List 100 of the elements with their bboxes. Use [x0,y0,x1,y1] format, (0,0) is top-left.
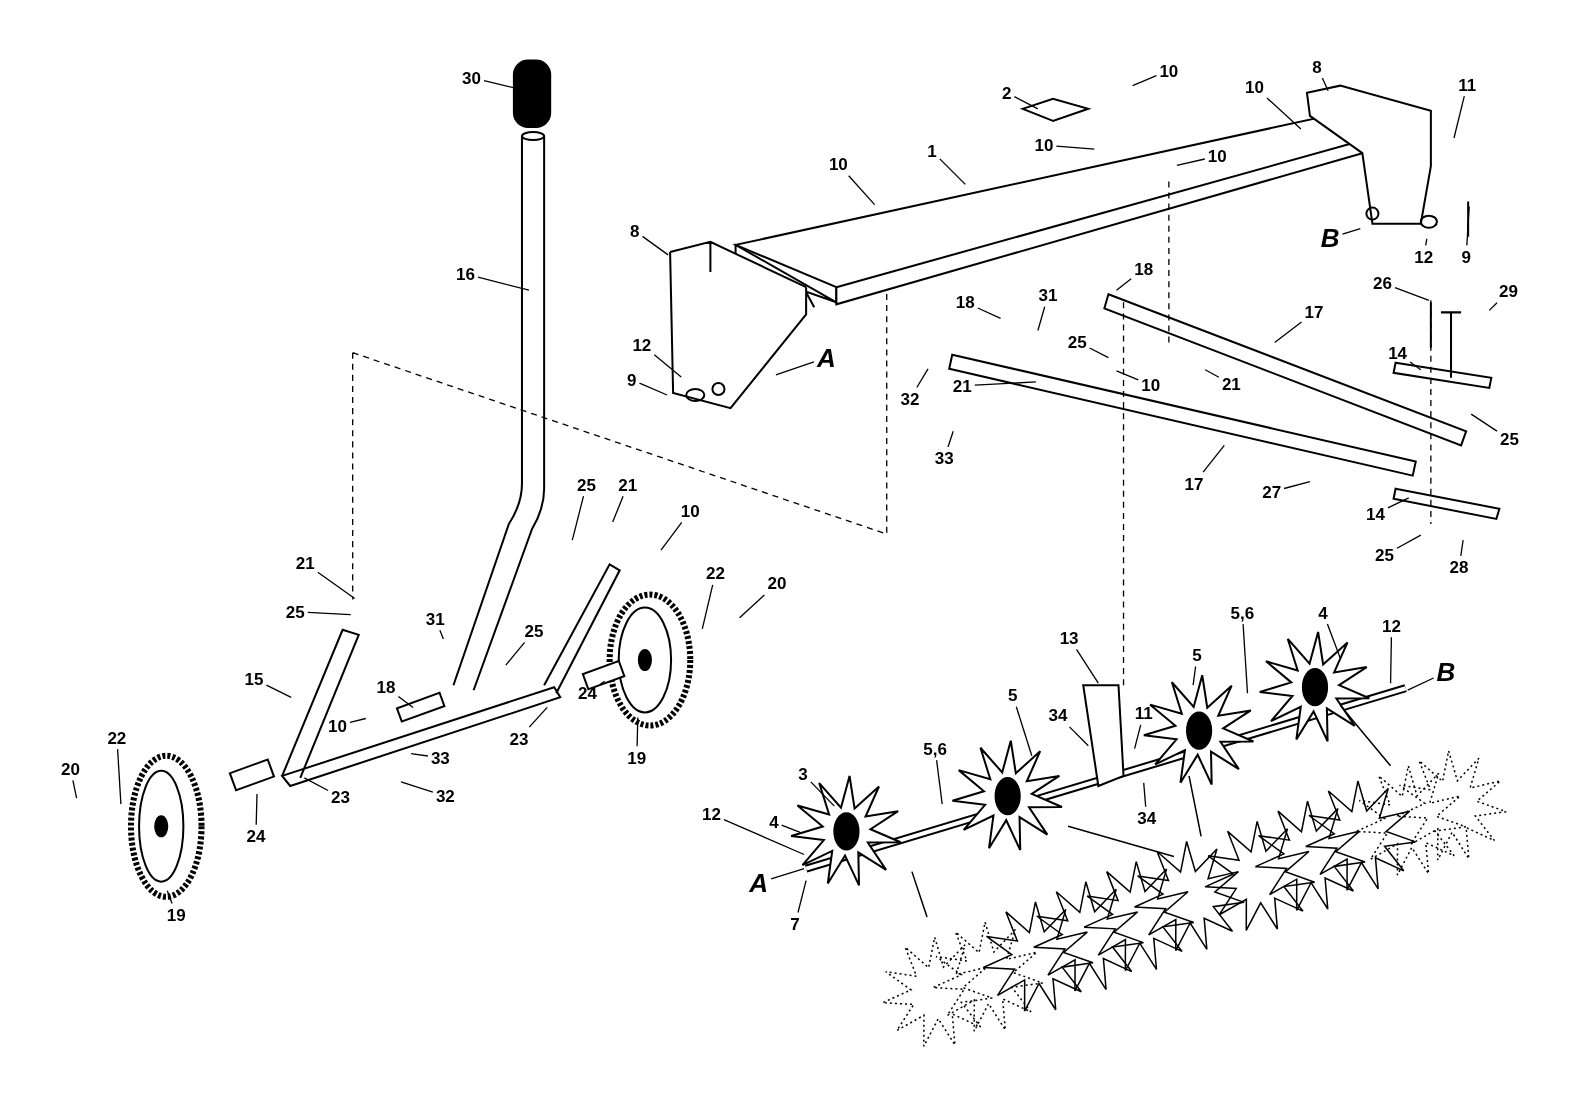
leader-line [265,684,292,698]
callout-number: 25 [285,603,305,621]
leader-line [1115,278,1132,291]
callout-number: 21 [1221,375,1241,393]
callout-number: 18 [376,678,396,696]
callout-number: 10 [828,155,848,173]
leader-line [1283,481,1311,490]
callout-number: 25 [1375,546,1394,564]
leader-line [397,695,414,709]
leader-line [166,890,173,905]
leader-line [935,759,943,805]
callout-number: 34 [1048,706,1068,724]
leader-line [1425,238,1428,247]
leader-line [780,824,801,833]
leader-line [1470,413,1498,432]
callout-number: 34 [1137,809,1157,827]
leader-line [317,571,356,600]
callout-number: 21 [952,377,972,395]
callout-number: 9 [627,371,637,389]
leader-line [797,880,807,914]
leader-line [1242,623,1249,694]
callout-number: 8 [1312,58,1322,75]
callout-number: 11 [1458,76,1477,94]
leader-line [1176,158,1206,166]
callout-number: 33 [430,749,450,767]
callout-number: 19 [166,906,186,924]
callout-number: 22 [107,729,127,747]
callout-number: 29 [1499,282,1518,300]
leader-line [1088,347,1110,359]
leader-line [1460,539,1464,557]
callout-number: 25 [577,476,596,494]
leader-line [400,781,434,793]
leader-line [410,753,429,757]
leader-line [977,307,1002,320]
leader-line [1266,97,1302,130]
callout-number: 24 [246,827,266,845]
leader-line [660,521,683,551]
reference-letter: A [749,869,769,896]
leader-line [1055,145,1095,150]
callout-number: 31 [1038,286,1058,304]
leader-line [303,777,329,792]
leader-line [612,495,624,523]
callout-number: 7 [790,915,800,933]
callout-number: 5 [1192,646,1202,664]
leader-line [939,158,966,186]
callout-number: 28 [1449,558,1469,576]
reference-letter: B [1320,224,1340,251]
callout-number: 20 [767,574,787,592]
leader-line [477,276,530,291]
leader-line [255,793,258,826]
leader-line [116,748,122,805]
callout-number: 25 [524,622,544,640]
leader-line [1387,497,1410,509]
leader-line [770,867,805,880]
leader-line [1326,623,1341,659]
leader-line [848,175,876,206]
leader-line [1133,724,1142,750]
callout-number: 3 [798,765,808,783]
leader-line [701,584,714,630]
callout-number: 19 [627,749,647,767]
leader-line [1407,677,1435,691]
callout-number: 18 [1134,260,1154,278]
leader-line [1131,75,1158,87]
callout-number: 15 [244,670,264,688]
leader-line [349,717,367,724]
callout-number: 13 [1059,629,1079,647]
reference-letter: B [1436,659,1456,686]
callout-number: 10 [1141,376,1161,394]
leader-line [528,706,548,728]
callout-number: 10 [328,717,347,734]
callout-number: 2 [1001,84,1012,102]
callout-number: 5,6 [923,740,947,758]
callout-number: 25 [1067,333,1087,351]
callout-number: 17 [1184,475,1204,493]
leader-line [72,779,78,799]
leader-line [1274,321,1303,344]
callout-number: 23 [509,730,529,748]
leader-line [1488,302,1498,312]
leader-line [641,235,669,256]
callout-number: 12 [632,336,652,354]
leader-line [1396,534,1422,549]
leader-line [1389,636,1393,684]
leader-line [1321,77,1329,92]
leader-line [1202,444,1225,473]
callout-number: 10 [1245,78,1264,96]
leader-line [1453,95,1465,139]
callout-number: 31 [425,610,445,628]
leader-line [1204,369,1220,378]
callout-number: 10 [680,502,700,520]
callout-number: 5 [1007,686,1018,704]
callout-number: 10 [1207,147,1227,165]
leader-line [1115,370,1139,381]
leader-line [1013,96,1039,110]
leader-line [653,354,682,378]
callout-number: 16 [456,265,475,283]
leader-line [505,641,526,666]
leader-line [1466,205,1470,247]
leader-line [636,716,639,747]
callout-number: 25 [1500,430,1519,448]
leader-line [571,495,585,541]
